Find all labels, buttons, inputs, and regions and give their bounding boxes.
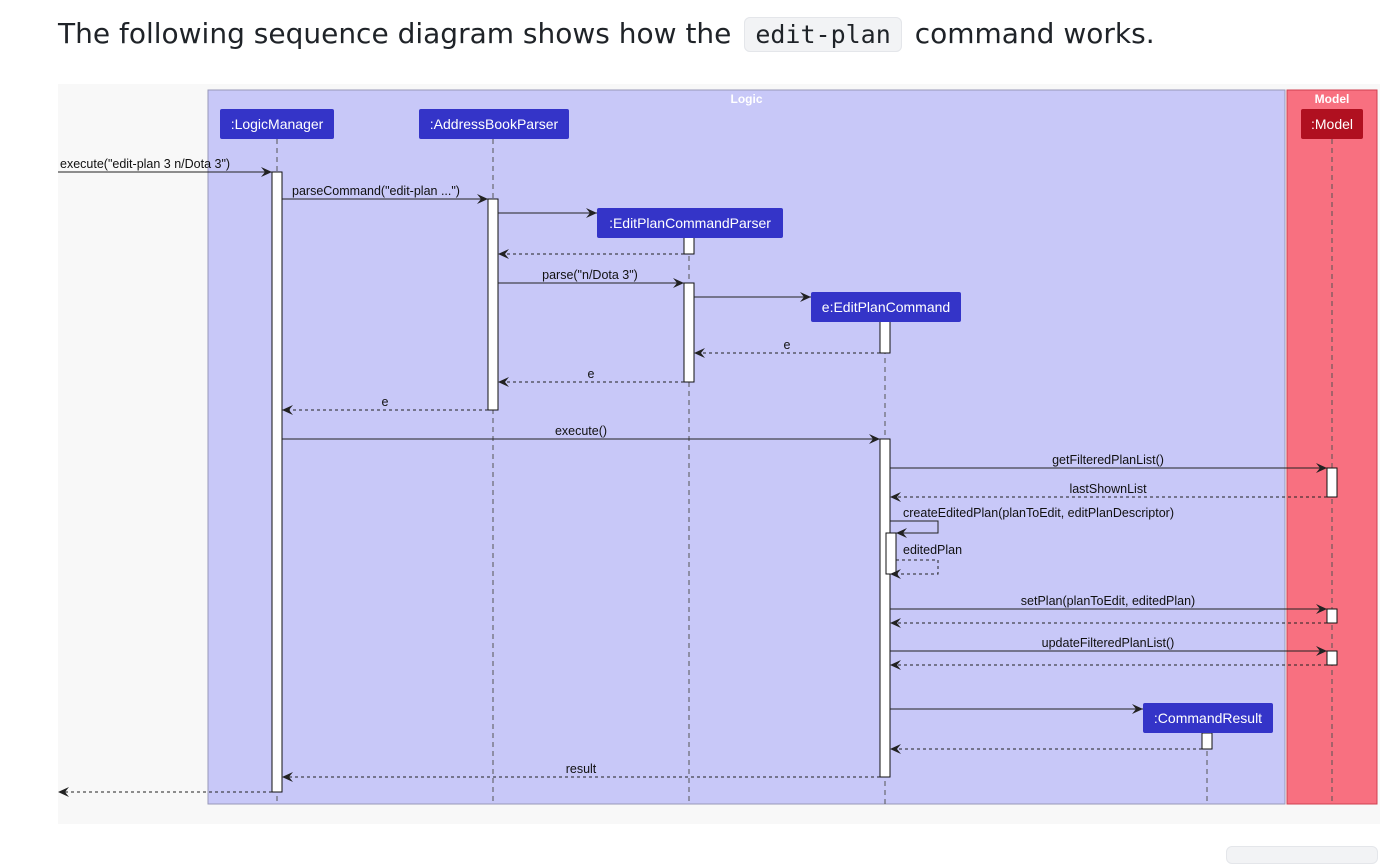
message-label-12: lastShownList <box>1069 482 1147 496</box>
participant-label-abp: :AddressBookParser <box>430 116 559 132</box>
message-5: parse("n/Dota 3") <box>498 268 684 288</box>
activation-epc-7 <box>885 532 897 575</box>
intro-after: command works. <box>914 17 1155 50</box>
participant-model: :Model <box>1301 109 1363 139</box>
message-8: e <box>498 367 684 387</box>
participant-cr: :CommandResult <box>1143 703 1273 733</box>
message-2: parseCommand("edit-plan ...") <box>282 184 488 204</box>
message-label-10: execute() <box>555 424 607 438</box>
command-code: edit-plan <box>744 17 902 52</box>
participant-box-lm <box>220 109 334 139</box>
participant-label-model: :Model <box>1311 116 1353 132</box>
participant-epcp: :EditPlanCommandParser <box>597 208 783 238</box>
participant-label-epc: e:EditPlanCommand <box>822 299 950 315</box>
group-model: Model <box>1286 89 1378 805</box>
message-10: execute() <box>282 424 880 444</box>
message-label-7: e <box>784 338 791 352</box>
message-label-11: getFilteredPlanList() <box>1052 453 1164 467</box>
message-label-9: e <box>382 395 389 409</box>
participant-label-cr: :CommandResult <box>1154 710 1262 726</box>
intro-text: The following sequence diagram shows how… <box>58 14 1155 55</box>
message-14: editedPlan <box>890 543 962 579</box>
activation-cr-11 <box>1201 732 1213 750</box>
corner-button[interactable] <box>1226 846 1378 864</box>
message-9: e <box>282 395 488 415</box>
participant-box-cr <box>1143 703 1273 733</box>
participant-box-abp <box>419 109 569 139</box>
message-13: createEditedPlan(planToEdit, editPlanDes… <box>890 506 1174 538</box>
message-label-5: parse("n/Dota 3") <box>542 268 638 282</box>
message-label-8: e <box>588 367 595 381</box>
group-model-label: Model <box>1315 92 1350 106</box>
participant-box-epc <box>811 292 961 322</box>
sequence-diagram: Logic Model execute("edit-plan 3 n/Dota 3… <box>58 89 1378 805</box>
activation-model-10 <box>1326 650 1338 666</box>
activation-model-8 <box>1326 467 1338 498</box>
message-label-17: updateFilteredPlanList() <box>1042 636 1175 650</box>
message-label-15: setPlan(planToEdit, editedPlan) <box>1021 594 1195 608</box>
message-label-13: createEditedPlan(planToEdit, editPlanDes… <box>903 506 1174 520</box>
message-label-14: editedPlan <box>903 543 962 557</box>
diagram-container: Logic Model execute("edit-plan 3 n/Dota 3… <box>58 84 1380 824</box>
message-label-1: execute("edit-plan 3 n/Dota 3") <box>60 157 230 171</box>
intro-before: The following sequence diagram shows how… <box>58 17 732 50</box>
message-arrow-14 <box>890 559 939 579</box>
message-label-21: result <box>566 762 597 776</box>
message-11: getFilteredPlanList() <box>890 453 1327 473</box>
participant-abp: :AddressBookParser <box>419 109 569 139</box>
message-17: updateFilteredPlanList() <box>890 636 1327 656</box>
activation-epcp-4 <box>683 282 695 383</box>
group-logic-label: Logic <box>731 92 763 106</box>
activation-epc-5 <box>879 317 891 354</box>
participant-label-lm: :LogicManager <box>231 116 324 132</box>
message-label-2: parseCommand("edit-plan ...") <box>292 184 460 198</box>
message-12: lastShownList <box>890 482 1327 502</box>
activation-model-9 <box>1326 608 1338 624</box>
message-1: execute("edit-plan 3 n/Dota 3") <box>58 157 272 177</box>
participant-epc: e:EditPlanCommand <box>811 292 961 322</box>
participant-box-model <box>1301 109 1363 139</box>
message-arrow-13 <box>890 520 939 538</box>
message-21: result <box>282 762 880 782</box>
activation-abp-2 <box>487 198 499 411</box>
activation-epc-6 <box>879 438 891 778</box>
activation-lm-1 <box>271 171 283 793</box>
participant-label-epcp: :EditPlanCommandParser <box>609 215 771 231</box>
message-7: e <box>694 338 880 358</box>
message-15: setPlan(planToEdit, editedPlan) <box>890 594 1327 614</box>
participant-box-epcp <box>597 208 783 238</box>
group-model-frame <box>1286 89 1378 805</box>
participant-lm: :LogicManager <box>220 109 334 139</box>
